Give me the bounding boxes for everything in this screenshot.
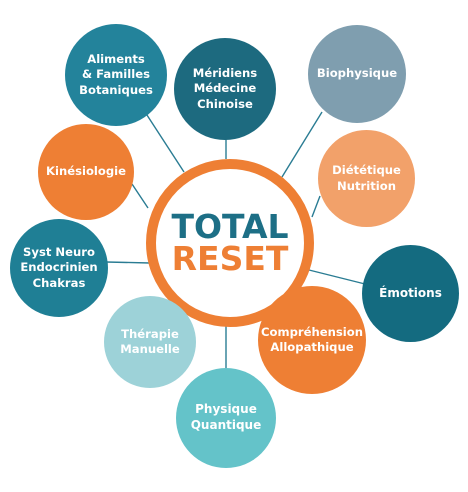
node-dietetique-nutrition: Diététique Nutrition bbox=[318, 130, 415, 227]
connector-aliments bbox=[144, 111, 185, 173]
node-meridiens-medecine-chinoise: Méridiens Médecine Chinoise bbox=[174, 38, 276, 140]
connector-kinesio bbox=[131, 183, 149, 209]
node-label: Méridiens Médecine Chinoise bbox=[192, 66, 258, 111]
connector-dietetique bbox=[311, 195, 321, 218]
node-aliments-familles-botaniques: Aliments & Familles Botaniques bbox=[65, 24, 167, 126]
node-syst-neuro-endocrinien-chakras: Syst Neuro Endocrinien Chakras bbox=[10, 219, 108, 317]
node-label: Aliments & Familles Botaniques bbox=[79, 52, 153, 97]
node-label: Thérapie Manuelle bbox=[120, 326, 180, 356]
connector-systneuro bbox=[105, 261, 151, 264]
node-label: Syst Neuro Endocrinien Chakras bbox=[20, 245, 98, 290]
node-label: Kinésiologie bbox=[46, 164, 126, 179]
node-label: Physique Quantique bbox=[190, 402, 262, 432]
node-emotions: Émotions bbox=[362, 245, 459, 342]
node-kinesiologie: Kinésiologie bbox=[38, 124, 134, 220]
node-label: Compréhension Allopathique bbox=[261, 324, 363, 354]
connector-emotions bbox=[308, 269, 366, 285]
node-label: Diététique Nutrition bbox=[332, 163, 401, 193]
center-title-total: TOTAL bbox=[171, 206, 289, 246]
node-label: Biophysique bbox=[316, 66, 398, 81]
node-therapie-manuelle: Thérapie Manuelle bbox=[104, 296, 196, 388]
node-label: Émotions bbox=[379, 285, 442, 300]
center-title-reset: RESET bbox=[171, 239, 289, 278]
node-physique-quantique: Physique Quantique bbox=[176, 368, 276, 468]
node-comprehension-allopathique: Compréhension Allopathique bbox=[258, 286, 366, 394]
node-biophysique: Biophysique bbox=[308, 25, 406, 123]
connector-biophysique bbox=[281, 111, 323, 178]
